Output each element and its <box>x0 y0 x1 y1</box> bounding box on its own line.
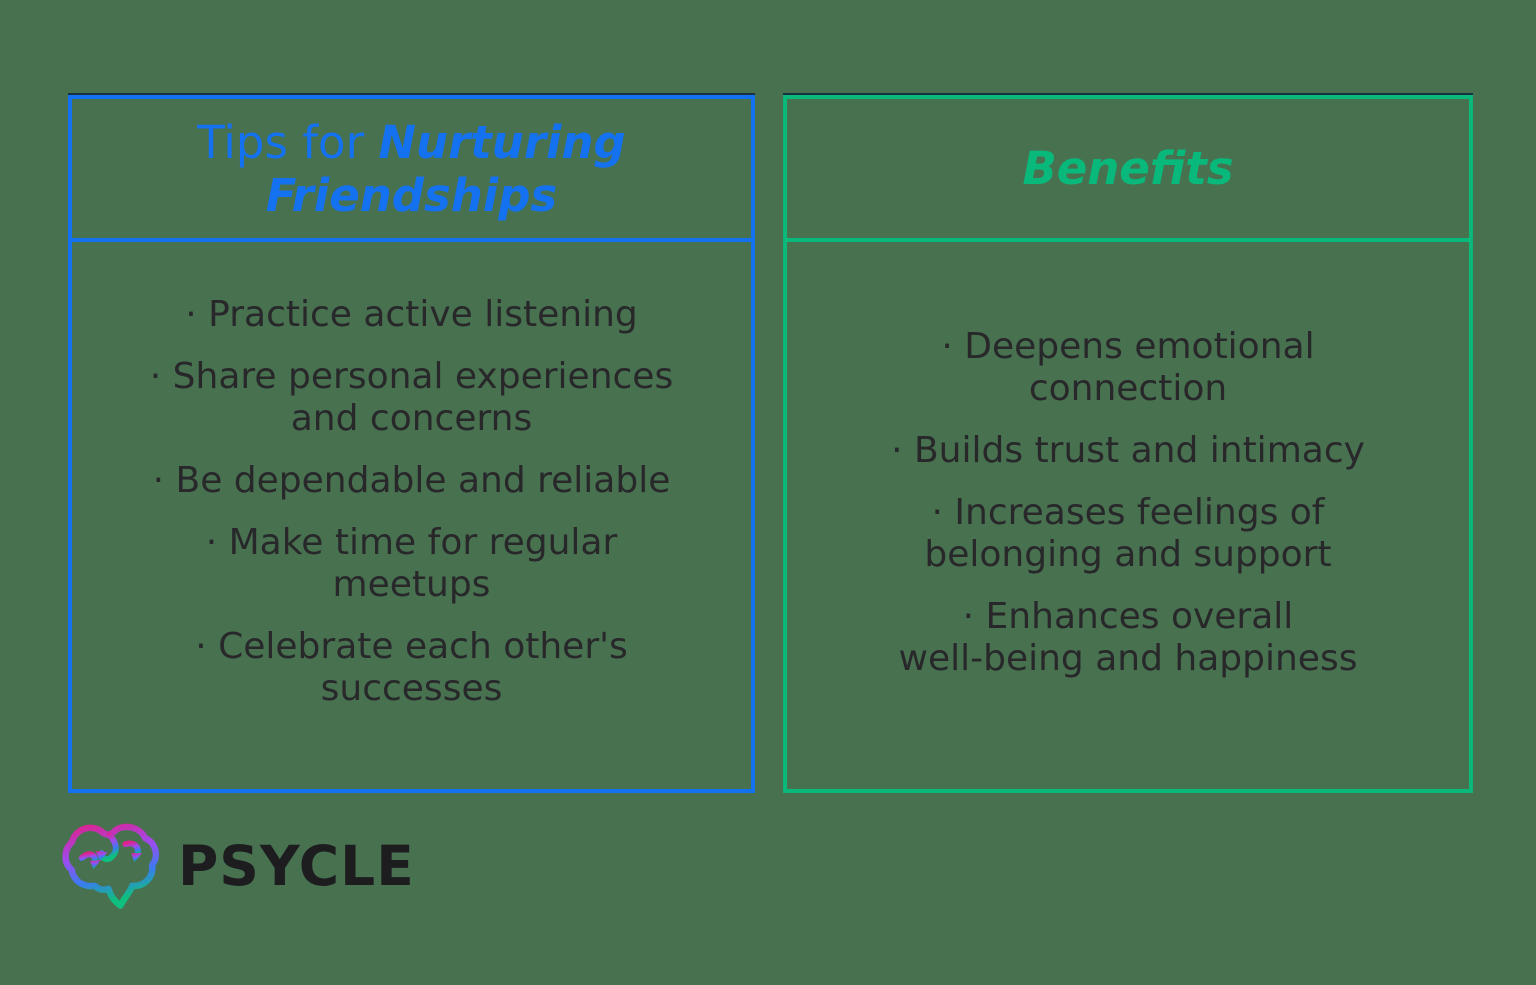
tip-item: · Be dependable and reliable <box>152 460 671 501</box>
tip-item: · Make time for regular meetups <box>205 522 618 605</box>
benefits-panel-body: · Deepens emotional connection · Builds … <box>787 242 1469 789</box>
tips-panel: Tips for Nurturing Friendships · Practic… <box>68 95 755 793</box>
benefits-panel-title: Benefits <box>1022 142 1233 195</box>
tips-panel-title: Tips for Nurturing Friendships <box>122 116 702 222</box>
tips-title-prefix: Tips for <box>197 115 379 169</box>
psycle-logo-text: PSYCLE <box>178 833 415 898</box>
psycle-logo: PSYCLE <box>60 818 415 914</box>
tip-item: · Share personal experiences and concern… <box>149 356 674 439</box>
benefit-item: · Deepens emotional connection <box>941 326 1315 409</box>
benefits-panel-header: Benefits <box>787 99 1469 242</box>
benefit-item: · Builds trust and intimacy <box>891 430 1365 471</box>
tips-panel-header: Tips for Nurturing Friendships <box>72 99 751 242</box>
brain-gradient-icon <box>60 818 164 914</box>
tip-item: · Celebrate each other's successes <box>195 626 628 709</box>
benefits-panel: Benefits · Deepens emotional connection … <box>783 95 1473 793</box>
benefits-title-text: Benefits <box>1022 142 1234 195</box>
tip-item: · Practice active listening <box>185 294 638 335</box>
benefit-item: · Increases feelings of belonging and su… <box>924 492 1332 575</box>
benefit-item: · Enhances overall well-being and happin… <box>898 596 1358 679</box>
tips-title-emphasis: Nurturing Friendships <box>265 115 626 222</box>
tips-panel-body: · Practice active listening · Share pers… <box>72 242 751 789</box>
